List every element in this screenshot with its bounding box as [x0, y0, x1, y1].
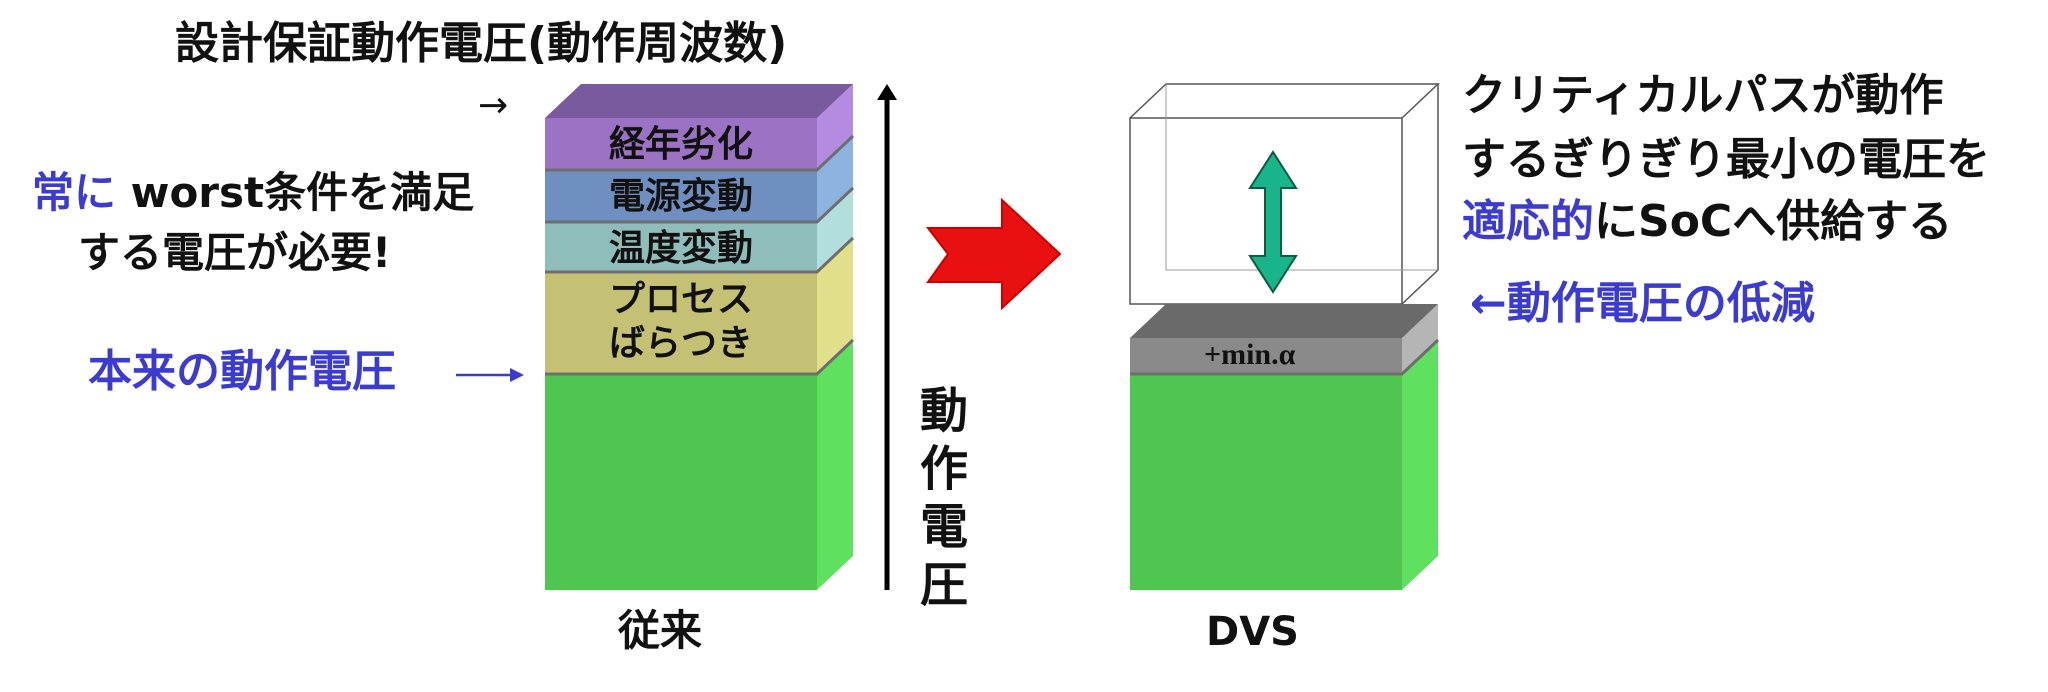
temperature-variation-layer	[545, 222, 817, 272]
right-note-line1: クリティカルパスが動作	[1462, 70, 1944, 121]
layer-label-temperature: 温度変動	[608, 228, 753, 269]
left-note-line2: する電圧が必要!	[78, 228, 392, 277]
axis-char: 圧	[919, 557, 968, 613]
temperature-variation-layer-side	[817, 188, 853, 272]
page-title: 設計保証動作電圧(動作周波数)	[175, 18, 788, 69]
axis-char: 電	[919, 499, 968, 555]
dvs-caption: DVS	[1206, 609, 1299, 655]
right-note-line3: 適応的にSoCへ供給する	[1462, 200, 1952, 244]
transition-arrow-icon	[925, 197, 1062, 311]
right-note-rest: にSoCへ供給する	[1594, 196, 1953, 247]
stack-top-face	[545, 84, 853, 118]
voltage-axis-label: 動 作 電 圧	[914, 382, 974, 614]
dvs-stack	[1129, 83, 1440, 590]
dvs-base-block-side	[1402, 340, 1438, 590]
process-variation-layer	[545, 272, 817, 374]
aging-layer	[545, 118, 817, 170]
title-arrow-icon: →	[478, 85, 509, 126]
axis-char: 動	[919, 383, 968, 439]
conventional-caption: 従来	[618, 606, 703, 655]
base-voltage-block	[545, 374, 817, 590]
left-note-line1: 常に worst条件を満足	[32, 172, 474, 214]
layer-label-process: プロセス ばらつき	[608, 279, 753, 364]
min-margin-label: +min.α	[1204, 338, 1296, 371]
layer-label-aging: 経年劣化	[608, 124, 753, 165]
supply-variation-layer	[545, 170, 817, 222]
base-voltage-block-side	[817, 340, 853, 590]
min-margin-top-face	[1130, 304, 1438, 338]
aging-layer-side	[817, 84, 853, 170]
left-note-emphasis: 常に	[32, 168, 117, 217]
min-margin-layer-side	[1402, 304, 1438, 374]
left-note-rest: worst条件を満足	[116, 168, 475, 217]
axis-char: 作	[919, 441, 968, 497]
base-voltage-label: 本来の動作電圧	[88, 346, 396, 397]
voltage-axis-arrowhead	[877, 84, 897, 100]
right-note-emphasis: 適応的	[1462, 196, 1594, 247]
min-margin-layer	[1130, 338, 1402, 374]
process-variation-layer-side	[817, 238, 853, 374]
voltage-reduction-label: ←動作電圧の低減	[1470, 278, 1815, 329]
base-voltage-arrowhead	[510, 368, 524, 382]
voltage-reduction-double-arrow-icon	[1248, 150, 1298, 294]
layer-label-supply: 電源変動	[608, 176, 753, 217]
right-note-line2: するぎりぎり最小の電圧を	[1462, 134, 1990, 185]
conventional-stack	[545, 84, 855, 590]
supply-variation-layer-side	[817, 136, 853, 222]
dvs-base-block	[1130, 374, 1402, 590]
